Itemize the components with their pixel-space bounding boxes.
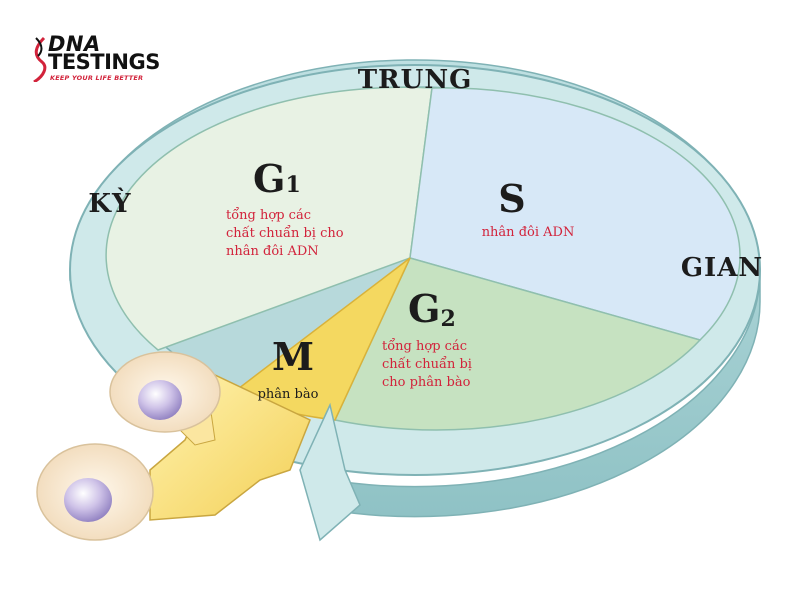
dna-helix-icon [33,36,47,82]
cycle-arrow-head [299,402,361,542]
phase-g2-letter: G2 [408,286,456,332]
ring-label-gian: GIAN [681,253,763,283]
daughter-cell-upper-nucleus [138,380,182,420]
logo-testings-text: TESTINGS [48,50,160,74]
daughter-cell-lower-nucleus [64,478,112,522]
logo-dna-text: DNA [48,32,101,56]
phase-m-note: phân bào [258,387,319,402]
phase-s-letter: S [498,176,525,221]
phase-g1-letter: G1 [253,156,301,201]
phase-g1-note-2: chất chuẩn bị cho [226,225,344,241]
sector-g2 [333,257,702,431]
sector-s [409,87,741,341]
phase-g2-note-2: chất chuẩn bị [382,356,472,372]
division-arrow [149,373,311,521]
phase-g1-note-3: nhân đôi ADN [226,244,319,259]
dna-testings-logo: DNA TESTINGS KEEP YOUR LIFE BETTER [30,32,170,88]
phase-g2-note-1: tổng hợp các [382,338,467,354]
phase-g2-note-3: cho phân bào [382,375,471,390]
phase-g1-note-1: tổng hợp các [226,207,311,223]
logo-tagline: KEEP YOUR LIFE BETTER [50,74,144,82]
ring-label-trung: TRUNG [358,65,473,95]
sector-g1 [105,86,433,351]
phase-s-note: nhân đôi ADN [482,225,575,240]
ring-label-ky: KỲ [88,187,131,219]
phase-m-letter: M [272,334,314,379]
